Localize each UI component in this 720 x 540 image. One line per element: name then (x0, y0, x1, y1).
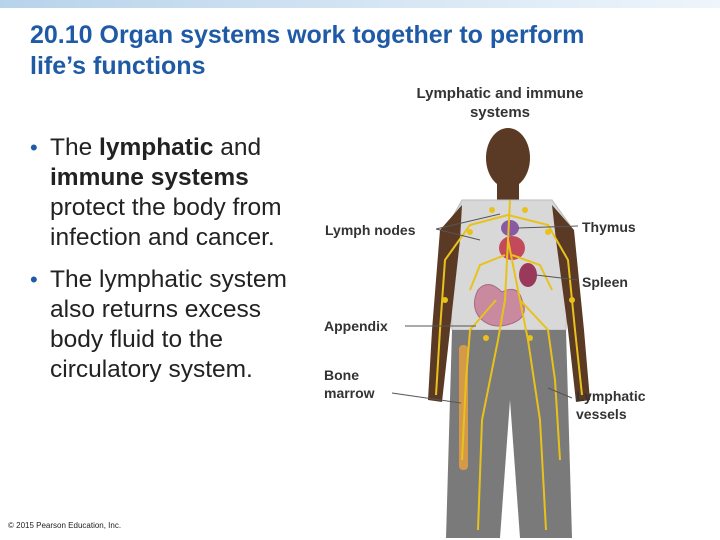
label-lymph-nodes: Lymph nodes (325, 222, 416, 238)
bullet-marker: • (30, 267, 38, 292)
figure-neck (497, 182, 519, 200)
bullet-list: • The lymphatic and immune systems prote… (28, 133, 303, 397)
label-thymus: Thymus (582, 219, 636, 235)
figure-title: Lymphatic and immune systems (416, 85, 584, 121)
bullet-text-mid: and (213, 134, 262, 161)
bullet-item: • The lymphatic and immune systems prote… (28, 133, 303, 253)
bullet-text: The lymphatic system also returns excess… (50, 266, 287, 383)
label-appendix: Appendix (324, 318, 388, 334)
intestines-organ (474, 284, 525, 327)
bullet-item: • The lymphatic system also returns exce… (28, 265, 303, 385)
label-spleen: Spleen (582, 274, 628, 290)
slide-title: 20.10 Organ systems work together to per… (30, 21, 585, 80)
figure-left-arm (428, 205, 462, 402)
heart-organ (499, 236, 525, 260)
label-bone-marrow: Bone marrow (324, 367, 375, 401)
bullet-text-post: protect the body from infection and canc… (50, 194, 282, 251)
lymph-node-dots (442, 207, 575, 341)
copyright-notice: © 2015 Pearson Education, Inc. (8, 521, 122, 530)
figure-head (486, 128, 530, 188)
figure-pants (446, 330, 572, 538)
bullet-bold-immune: immune systems (50, 164, 249, 191)
spleen-organ (519, 263, 537, 287)
figure-right-arm (552, 205, 590, 402)
top-accent-bar (0, 0, 720, 8)
leader-lines (391, 213, 579, 404)
bullet-bold-lymphatic: lymphatic (99, 134, 214, 161)
bullet-marker: • (30, 135, 38, 160)
bullet-text-pre: The (50, 134, 100, 161)
thymus-organ (501, 220, 519, 236)
label-lymphatic-vessels: Lymphatic vessels (576, 388, 646, 422)
